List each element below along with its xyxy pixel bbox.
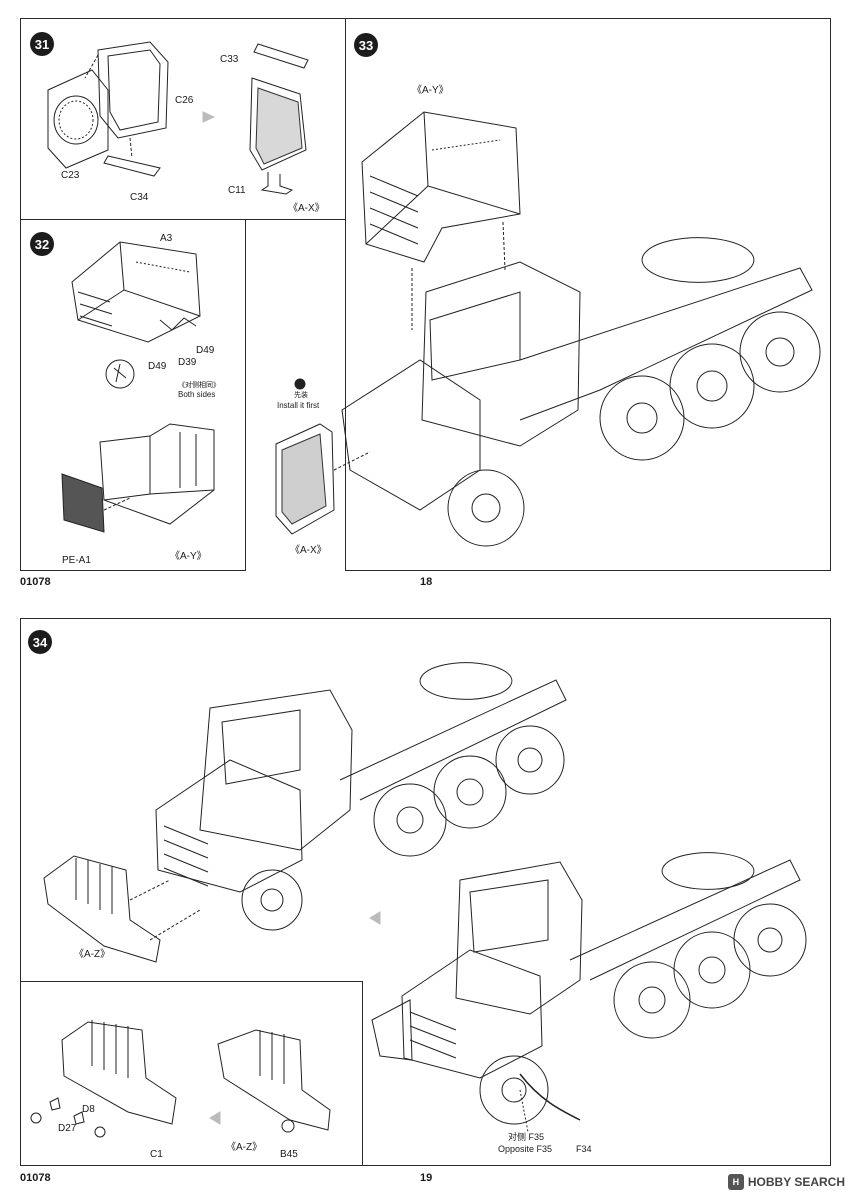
- guard-az-inset: [217, 1029, 331, 1131]
- label-ay-33: 《A-Y》: [412, 85, 449, 96]
- step-32-badge: 32: [30, 232, 54, 256]
- label-c34: C34: [130, 192, 149, 203]
- note-both-sides-cn: 《对侧相同》: [178, 382, 220, 389]
- step-34-inset-panel: [20, 981, 363, 1166]
- label-f35-en: Opposite F35: [498, 1144, 553, 1154]
- guard-az-top: [43, 855, 161, 963]
- arrow-31: [202, 111, 216, 123]
- tow-cable: [519, 1073, 581, 1121]
- upper-truck-frame: [339, 679, 567, 801]
- label-d49-right: D49: [196, 345, 215, 356]
- part-c11: [260, 172, 294, 195]
- watermark: H HOBBY SEARCH: [727, 1174, 845, 1190]
- step-33-badge: 33: [354, 33, 378, 57]
- part-c34: [103, 155, 161, 177]
- radiator-shroud-c26: [97, 41, 169, 139]
- label-b45: B45: [280, 1149, 298, 1160]
- part-d27-a: [30, 1112, 42, 1124]
- cab-floor: [99, 423, 215, 525]
- front-wheel: [447, 469, 525, 547]
- part-d8-a: [49, 1097, 61, 1111]
- rear-wheel-1: [599, 375, 685, 461]
- upper-front-wheel: [241, 869, 303, 931]
- label-c1: C1: [150, 1149, 163, 1160]
- lower-rear-wheel-1: [613, 961, 691, 1039]
- guard-c1: [61, 1021, 177, 1125]
- lower-truck-hood: [401, 949, 543, 1079]
- upper-rear-wheel-2: [433, 755, 507, 829]
- upper-rear-wheel-3: [495, 725, 565, 795]
- product-code-bottom: 01078: [20, 1172, 51, 1184]
- step-34-badge: 34: [28, 630, 52, 654]
- radiator-ax-in-33: [275, 423, 335, 535]
- part-c33: [253, 43, 309, 69]
- upper-truck-cab: [199, 689, 353, 851]
- arrow-inset: [209, 1111, 221, 1125]
- step-31-badge: 31: [30, 32, 54, 56]
- label-ax-31: 《A-X》: [288, 203, 325, 214]
- watermark-text: HOBBY SEARCH: [747, 1175, 845, 1189]
- install-first-icon: [294, 378, 306, 390]
- lower-rear-wheel-2: [673, 931, 751, 1009]
- install-first-en: Install it first: [277, 401, 320, 410]
- cab: [421, 261, 581, 447]
- label-c26: C26: [175, 95, 194, 106]
- label-ax-33: 《A-X》: [290, 545, 327, 556]
- label-pe-a1: PE-A1: [62, 555, 91, 566]
- label-az-inset: 《A-Z》: [226, 1142, 263, 1153]
- hood-ay-exploded: [361, 111, 521, 263]
- hobby-search-logo-icon: H: [727, 1174, 744, 1190]
- radiator-assembled: [249, 77, 307, 171]
- step-33-panel: [345, 18, 831, 571]
- label-f34: F34: [576, 1144, 592, 1154]
- page-number-19: 19: [420, 1172, 433, 1184]
- part-b45: [281, 1119, 295, 1133]
- label-d39: D39: [178, 357, 197, 368]
- fifth-wheel: [641, 237, 755, 283]
- label-ay-32: 《A-Y》: [170, 551, 207, 562]
- label-d8: D8: [82, 1104, 95, 1115]
- lower-rear-wheel-3: [733, 903, 807, 977]
- label-d49-left: D49: [148, 361, 167, 372]
- rear-wheel-3: [739, 311, 821, 393]
- detail-inset-circle: [105, 359, 135, 389]
- upper-rear-wheel-1: [373, 783, 447, 857]
- label-d27: D27: [58, 1123, 77, 1134]
- label-c23: C23: [61, 170, 80, 181]
- label-a3: A3: [160, 233, 173, 244]
- label-az-top: 《A-Z》: [74, 949, 111, 960]
- label-c11: C11: [228, 185, 246, 196]
- mat-pe-a1: [61, 473, 105, 533]
- part-d8-b: [73, 1111, 85, 1125]
- label-f35-cn: 对侧 F35: [508, 1132, 545, 1142]
- product-code-top: 01078: [20, 576, 51, 588]
- step-34-panel: [20, 618, 831, 1166]
- arrow-34: [369, 911, 381, 925]
- upper-truck-hood: [155, 759, 303, 893]
- part-d27-b: [94, 1126, 106, 1138]
- lower-front-wheel: [479, 1055, 549, 1125]
- label-c33: C33: [220, 54, 239, 65]
- note-both-sides-en: Both sides: [178, 390, 216, 399]
- radiator-grille-c23: [47, 69, 109, 169]
- rear-wheel-2: [669, 343, 755, 429]
- radiator-fan-ring: [53, 95, 99, 145]
- lower-truck-cab: [455, 861, 583, 1015]
- frame-rails: [519, 267, 813, 421]
- step-32-panel: [20, 219, 246, 571]
- lower-guard: [371, 999, 413, 1061]
- lower-truck-frame: [569, 859, 801, 981]
- page-number-18: 18: [420, 576, 433, 588]
- install-first-cn: 先装: [294, 392, 308, 399]
